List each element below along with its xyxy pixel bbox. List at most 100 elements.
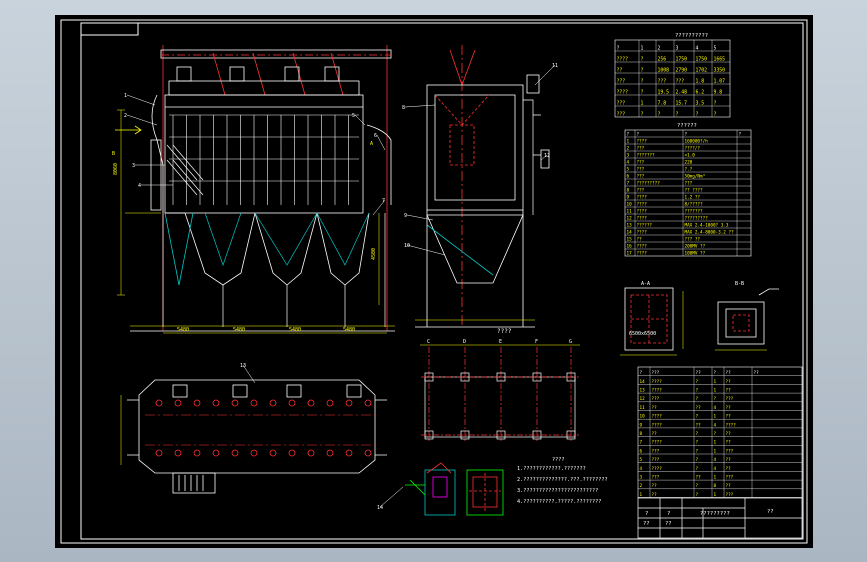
parts-table: ???????????14?????1??13?????1??12???????… — [637, 366, 803, 498]
parts-cell: ? — [640, 370, 643, 376]
front-dim-1: 5480 — [177, 327, 189, 333]
tech-cell: 15.7 — [676, 100, 688, 106]
parts-cell: ???? — [652, 379, 663, 385]
tech-cell: 7.8 — [658, 100, 667, 106]
spec-cell: MAX 2.4-1000? 3.3 — [685, 222, 729, 228]
parts-cell: 1 — [714, 492, 717, 498]
spec-cell: 12 — [627, 215, 633, 221]
plan-hole — [288, 449, 296, 457]
spec-cell: ??? — [637, 166, 645, 172]
plan-hole — [155, 449, 163, 457]
parts-cell: ? — [696, 466, 699, 472]
spec-cell: ??????? — [685, 208, 704, 214]
spec-cell: 5 — [627, 166, 630, 172]
tech-cell: ? — [641, 111, 644, 117]
foundation-plan — [420, 344, 580, 443]
drawing-number: ?? — [767, 509, 774, 515]
spec-cell: ???? — [637, 208, 648, 214]
parts-cell: 8 — [714, 483, 717, 489]
parts-cell: 5 — [640, 457, 643, 463]
parts-cell: ? — [696, 388, 699, 394]
tech-cell: 1 — [641, 100, 644, 106]
parts-cell: ? — [696, 440, 699, 446]
leader-line — [406, 244, 446, 256]
parts-cell: 6 — [640, 448, 643, 454]
spec-cell: 7 — [627, 180, 630, 186]
tech-cell: 1 — [641, 45, 644, 51]
tech-cell: ? — [641, 89, 644, 95]
part-balloon: 9 — [404, 213, 407, 219]
front-dimensions: 5480 5480 5480 5480 4500 8060 A B — [112, 141, 387, 334]
plan-hole — [269, 449, 277, 457]
parts-cell: ???? — [652, 388, 663, 394]
plan-hole — [364, 449, 372, 457]
tech-cell: ? — [696, 111, 699, 117]
parts-cell: 2 — [640, 483, 643, 489]
spec-cell: 2 — [627, 145, 630, 151]
plan-hole — [345, 399, 353, 407]
spec-cell: 50mg/Nm³ — [685, 173, 706, 179]
axis-letter: C — [427, 339, 430, 345]
plan-hole — [288, 399, 296, 407]
tech-cell: 2.48 — [676, 89, 688, 95]
title-label-2: ? — [667, 511, 670, 517]
spec-cell: <1.0 — [685, 152, 696, 158]
spec-cell: ?????? — [637, 222, 653, 228]
parts-cell: 4 — [714, 457, 717, 463]
part-balloon: 7 — [382, 198, 385, 204]
axis-letter: E — [499, 339, 502, 345]
leader-line — [540, 154, 548, 161]
parts-cell: ? — [696, 492, 699, 498]
side-elevation — [415, 45, 550, 328]
plan-hole — [174, 399, 182, 407]
tech-cell: 2790 — [676, 67, 688, 73]
spec-cell: ????????? — [685, 215, 709, 221]
plan-hole — [212, 449, 220, 457]
tech-cell: 5 — [714, 45, 717, 51]
spec-cell: ??? — [637, 145, 645, 151]
parts-cell: ?? — [726, 405, 732, 411]
parts-cell: 10 — [640, 414, 646, 420]
tech-cell: 3.5 — [696, 100, 705, 106]
part-balloon: 12 — [544, 153, 550, 159]
tech-cell: ? — [617, 45, 620, 51]
parts-cell: ?? — [726, 431, 732, 437]
parts-cell: ?? — [652, 405, 658, 411]
spec-cell: 200MV ?? — [685, 243, 706, 249]
tech-cell: ? — [641, 78, 644, 84]
parts-cell: 4 — [714, 422, 717, 428]
plan-hole — [364, 399, 372, 407]
plan-fan-box — [346, 384, 362, 398]
tech-cell: ??? — [617, 100, 626, 106]
section-a-marker: A — [370, 141, 373, 147]
parts-cell: ??? — [652, 448, 660, 454]
tech-table-title: ?????????? — [675, 33, 708, 39]
spec-cell: ? — [739, 131, 742, 137]
axis-letter: G — [569, 339, 572, 345]
front-dim-4: 5480 — [343, 327, 355, 333]
connection-details — [405, 462, 504, 516]
parts-cell: ?? — [726, 370, 732, 376]
parts-cell: ???? — [652, 414, 663, 420]
parts-cell: ? — [696, 448, 699, 454]
spec-cell: 1.2 ?? — [685, 194, 701, 200]
drawing-frame — [60, 19, 808, 544]
spec-cell: 15 — [627, 236, 633, 242]
spec-cell: 9 — [627, 194, 630, 200]
part-balloon: 4 — [138, 183, 141, 189]
parts-cell: ?? — [726, 440, 732, 446]
spec-cell: ?.? — [685, 166, 693, 172]
parts-cell: 1 — [714, 440, 717, 446]
tech-cell: 1750 — [696, 56, 708, 62]
plan-fan-boxes — [172, 384, 362, 398]
parts-cell: ?? — [726, 457, 732, 463]
leader-line — [126, 114, 158, 126]
leader-line — [126, 94, 156, 106]
plan-hole — [231, 399, 239, 407]
part-balloon: 11 — [552, 63, 558, 69]
part-balloon: 1 — [124, 93, 127, 99]
spec-cell: 11 — [627, 208, 633, 214]
spec-table-title: ?????? — [677, 123, 697, 129]
part-balloon: 14 — [377, 505, 383, 511]
parts-cell: ?? — [696, 475, 702, 481]
